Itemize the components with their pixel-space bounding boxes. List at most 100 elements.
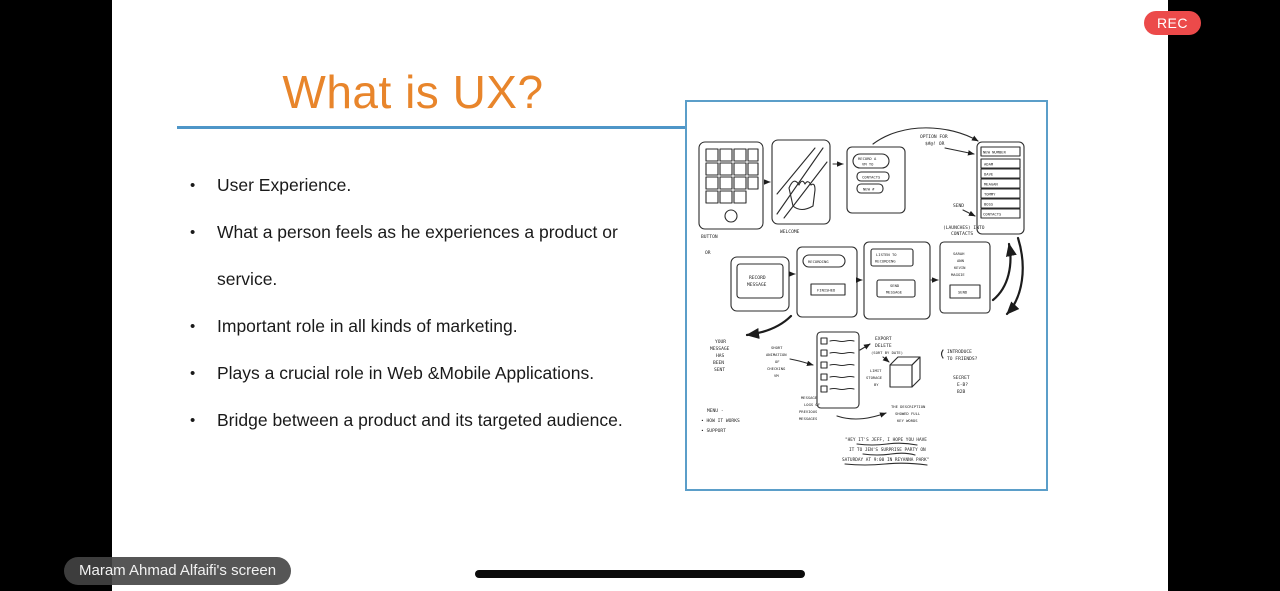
sketch-label: MESSAGE <box>747 282 767 288</box>
svg-text:SATURDAY AT 9:00 IN REYANNA PA: SATURDAY AT 9:00 IN REYANNA PARK" <box>842 457 929 463</box>
bullet-item: • User Experience. <box>190 162 662 209</box>
svg-text:(SORT BY DATE): (SORT BY DATE) <box>871 350 903 355</box>
sketch-label: VM TO <box>862 162 874 167</box>
sketch-label: KEVIN <box>954 265 966 270</box>
bullet-text: Plays a crucial role in Web &Mobile Appl… <box>217 363 595 383</box>
sketch-note-message-logs: MESSAGE LOGS OF PREVIOUS MESSAGES <box>799 395 821 421</box>
sketch-label: FINISHED <box>817 288 836 293</box>
bullet-marker: • <box>190 318 196 335</box>
slide-title: What is UX? <box>282 66 544 118</box>
sketch-cube-storage: LIMIT STORAGE BY <box>866 356 921 388</box>
sketch-label: RECORDING <box>808 259 829 264</box>
sketch-note-message-sent: YOUR MESSAGE HAS BEEN SENT <box>710 339 730 373</box>
svg-text:KEY WORDS: KEY WORDS <box>897 418 918 423</box>
svg-text:EXPORT: EXPORT <box>875 336 892 342</box>
sketch-box-send-to-names: SARAH ANN KEVIN MAGGIE SEND <box>939 241 991 314</box>
sketch-label-button: BUTTON <box>701 234 718 240</box>
sketch-note-description: THE DESCRIPTION SHOWED FULL KEY WORDS <box>891 404 926 423</box>
bullet-marker: • <box>190 177 196 194</box>
sketch-label: $#@! OR <box>925 141 945 147</box>
sketch-phone-welcome: WELCOME <box>771 139 831 235</box>
bullet-item: • Plays a crucial role in Web &Mobile Ap… <box>190 350 662 397</box>
sketch-label: SEND <box>953 203 964 209</box>
sketch-label: RECORD <box>749 275 766 281</box>
sketch-label: LISTEN TO <box>876 252 897 257</box>
sketch-phone-record-vm: RECORD A VM TO CONTACTS NEW # <box>846 146 906 214</box>
sketch-note-menu: MENU - • HOW IT WORKS • SUPPORT <box>701 408 740 434</box>
bullet-marker: • <box>190 365 196 382</box>
sketch-label: ANN <box>957 258 965 263</box>
sketch-note-export-delete: EXPORT DELETE (SORT BY DATE) <box>871 336 903 355</box>
sketch-label: BOSS <box>984 202 994 207</box>
sketch-phone-record-message: RECORD MESSAGE <box>730 256 790 312</box>
sketch-arrow-bold <box>1005 236 1024 316</box>
bullet-item: • Important role in all kinds of marketi… <box>190 303 662 350</box>
sketch-label: RECORD A <box>858 156 877 161</box>
sketch-phone-contacts: NEW NUMBER ADAM DAVE MEAGAN TOMMY BOSS C… <box>976 141 1025 235</box>
sketch-arrow <box>859 343 871 351</box>
sketch-note-quote: "HEY IT'S JEFF, I HOPE YOU HAVE IT TO JE… <box>842 437 929 466</box>
svg-text:SECRET: SECRET <box>953 375 970 381</box>
svg-text:SENT: SENT <box>714 367 725 373</box>
sketch-label: OR <box>705 250 711 256</box>
sketch-label: SEND <box>890 283 900 288</box>
svg-text:BY: BY <box>874 382 879 387</box>
sketch-arrow <box>836 412 887 420</box>
svg-text:ANIMATION: ANIMATION <box>766 352 787 357</box>
screen-share-name-label: Maram Ahmad Alfaifi's screen <box>64 557 292 585</box>
bullet-text: Bridge between a product and its targete… <box>217 410 623 430</box>
sketch-label: TOMMY <box>984 192 996 197</box>
bullet-marker: • <box>190 412 196 429</box>
svg-text:SHORT: SHORT <box>771 345 783 350</box>
bullet-text: Important role in all kinds of marketing… <box>217 316 518 336</box>
svg-text:MESSAGE: MESSAGE <box>801 395 818 400</box>
sketch-label: NEW # <box>863 187 875 192</box>
sketch-label: OPTION FOR <box>920 134 948 140</box>
sketch-arrow <box>962 209 976 217</box>
bullet-marker: • <box>190 224 196 241</box>
sketch-label: NEW NUMBER <box>983 150 1007 155</box>
svg-text:• SUPPORT: • SUPPORT <box>701 428 726 434</box>
sketch-label: CONTACTS <box>862 175 881 180</box>
svg-text:"HEY IT'S JEFF, I HOPE YOU HAV: "HEY IT'S JEFF, I HOPE YOU HAVE <box>845 437 927 443</box>
svg-text:INTRODUCE: INTRODUCE <box>947 349 972 355</box>
sketch-label: CONTACTS <box>983 212 1002 217</box>
recording-indicator-badge: REC <box>1143 11 1201 35</box>
svg-text:YOUR: YOUR <box>715 339 726 345</box>
svg-text:IT TO JEN'S SURPRISE PARTY ON: IT TO JEN'S SURPRISE PARTY ON <box>849 447 926 453</box>
svg-text:DELETE: DELETE <box>875 343 892 349</box>
bullet-item: • What a person feels as he experiences … <box>190 209 662 303</box>
svg-text:BEEN: BEEN <box>713 360 724 366</box>
sketch-label: RECORDING <box>875 259 896 264</box>
sketch-label: SEND <box>958 290 968 295</box>
svg-text:E-B?: E-B? <box>957 382 968 388</box>
sketch-phone-keypad: BUTTON <box>698 141 764 240</box>
bullet-item: • Bridge between a product and its targe… <box>190 397 662 444</box>
sketch-arrow <box>944 147 975 156</box>
svg-text:STORAGE: STORAGE <box>866 375 883 380</box>
sketch-label: MEAGAN <box>984 182 998 187</box>
bullet-text: What a person feels as he experiences a … <box>217 222 618 289</box>
sketch-note-introduce: INTRODUCE TO FRIENDS? SECRET E-B? B2B <box>940 349 978 395</box>
slide-header: What is UX? <box>177 64 685 129</box>
sketch-arrow-curved <box>872 127 979 145</box>
sketch-note-animation: SHORT ANIMATION OF CHECKING VM <box>766 345 787 378</box>
sketch-phone-message-log <box>816 331 860 409</box>
sketch-label: MAGGIE <box>951 272 965 277</box>
sketch-label: ADAM <box>984 162 994 167</box>
bottom-bar-handle[interactable] <box>475 570 805 578</box>
sketch-arrow-bold <box>745 314 793 339</box>
bullet-list: • User Experience. • What a person feels… <box>190 162 662 444</box>
sketch-label: MESSAGE <box>886 290 903 295</box>
svg-text:MESSAGE: MESSAGE <box>710 346 730 352</box>
svg-text:LOGS OF: LOGS OF <box>804 402 821 407</box>
sketch-arrow <box>789 358 814 366</box>
sketch-arrow-bold <box>991 242 1017 302</box>
sketch-arrow <box>882 356 890 363</box>
sketch-label-welcome: WELCOME <box>780 229 800 235</box>
svg-text:THE DESCRIPTION: THE DESCRIPTION <box>891 404 926 409</box>
svg-text:PREVIOUS: PREVIOUS <box>799 409 818 414</box>
sketch-label: SARAH <box>953 251 965 256</box>
svg-text:LIMIT: LIMIT <box>870 368 882 373</box>
sketch-label: (LAUNCHES) INTO <box>943 225 985 231</box>
